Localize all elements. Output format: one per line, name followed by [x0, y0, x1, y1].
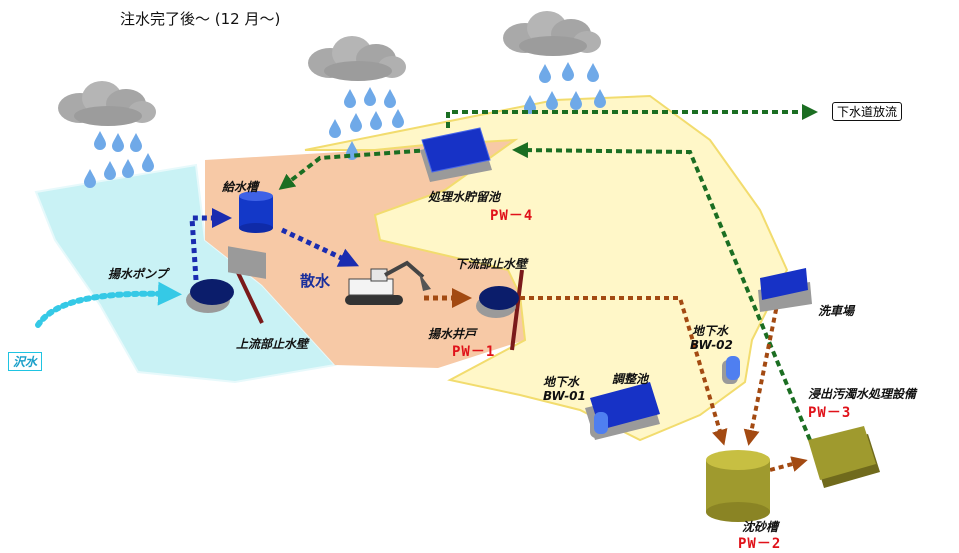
carwash-to-sand-arrow: [743, 299, 780, 446]
pw2-label: PW－2: [738, 536, 782, 552]
cloud-right: [503, 11, 601, 56]
groundwater-well-bw02-icon: [722, 356, 740, 384]
treated-to-storage-arrow: [512, 142, 812, 441]
pump-icon: [186, 279, 234, 313]
pw1-label: PW－1: [452, 344, 496, 360]
leachate-treatment-icon: [808, 426, 880, 488]
page-title: 注水完了後～ (12 月～): [120, 10, 281, 28]
pump-to-tank-arrow: [189, 208, 232, 281]
bw01-label: BW-01: [543, 389, 586, 403]
cloud-middle: [308, 36, 406, 81]
sand-settling-label: 沈砂槽: [742, 520, 779, 534]
tank-to-sprinkle-arrow: [280, 227, 360, 267]
leachate-treatment-label: 浸出汚濁水処理設備: [808, 387, 917, 401]
car-wash-label: 洗車場: [818, 304, 855, 318]
supply-tank-icon: [228, 191, 273, 279]
storage-to-supply-arrow: [278, 148, 431, 190]
upstream-wall-label: 上流部止水壁: [236, 337, 309, 351]
groundwater-2-label: 地下水: [692, 324, 729, 338]
groundwater-well-bw01-icon: [590, 412, 608, 438]
car-wash-icon: [758, 268, 812, 312]
storage-label: 処理水貯留池: [428, 190, 501, 204]
bw02-label: BW-02: [690, 338, 733, 352]
sprinkle-label: 散水: [300, 272, 331, 290]
sand-settling-tank-icon: [706, 450, 770, 522]
downstream-cutoff-wall: [510, 269, 524, 351]
supply-tank-label: 給水槽: [222, 180, 259, 194]
sewer-discharge-arrow: [446, 104, 818, 128]
adjustment-pond-label: 調整池: [612, 372, 649, 386]
stream-water-arrow: [35, 281, 182, 328]
zone-upstream: [34, 163, 337, 384]
groundwater-1-label: 地下水: [543, 375, 580, 389]
excavator-icon: [345, 260, 431, 305]
cloud-left: [58, 81, 156, 126]
pw4-label: PW－4: [490, 208, 534, 224]
zone-downstream: [304, 94, 789, 442]
pw3-label: PW－3: [808, 405, 852, 421]
downstream-wall-label: 下流部止水壁: [455, 257, 528, 271]
pumping-well-label: 揚水井戸: [428, 327, 477, 341]
sewer-discharge-label: 下水道放流: [832, 102, 903, 121]
sand-to-treatment-arrow: [769, 456, 808, 472]
pumping-well-icon: [476, 286, 519, 318]
stream-water-label: 沢水: [8, 352, 43, 371]
pump-label: 揚水ポンプ: [108, 267, 168, 281]
zone-excavation: [205, 140, 525, 368]
treated-water-storage-icon: [420, 127, 492, 182]
